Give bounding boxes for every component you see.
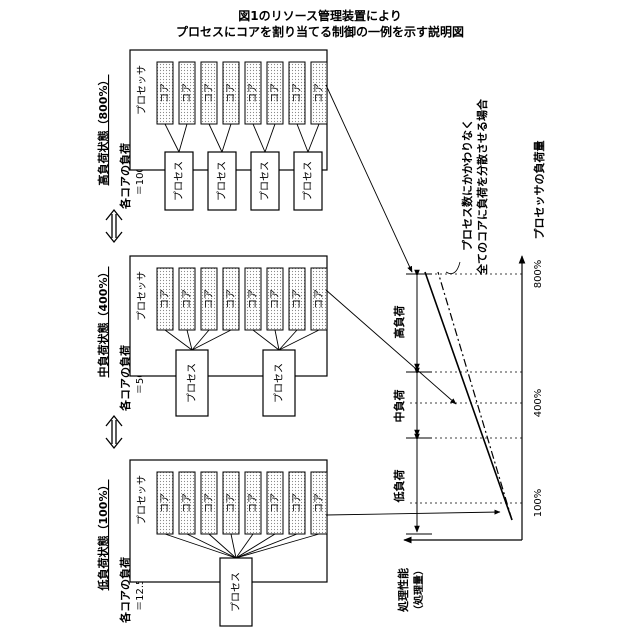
process-box: プロセス bbox=[294, 152, 322, 210]
core-4: コア bbox=[223, 62, 239, 124]
region-label: 中負荷 bbox=[392, 390, 406, 423]
process-label: プロセス bbox=[230, 572, 242, 612]
performance-axis-label: 処理性能 bbox=[396, 568, 410, 613]
state-label: 高負荷状態（800%） bbox=[96, 75, 110, 186]
core-label: コア bbox=[292, 289, 303, 309]
core-label: コア bbox=[248, 493, 259, 513]
core-6: コア bbox=[267, 472, 283, 534]
annotation-leader bbox=[446, 262, 460, 274]
annotation-line-2: 全てのコアに負荷を分散させる場合 bbox=[475, 98, 489, 276]
core-1: コア bbox=[157, 472, 173, 534]
core-1: コア bbox=[157, 268, 173, 330]
tick-label: 400% bbox=[533, 389, 544, 418]
core-2: コア bbox=[179, 472, 195, 534]
core-1: コア bbox=[157, 62, 173, 124]
core-label: コア bbox=[160, 493, 171, 513]
core-label: コア bbox=[204, 493, 215, 513]
core-label: コア bbox=[182, 289, 193, 309]
core-label: コア bbox=[314, 289, 325, 309]
tick-label: 100% bbox=[533, 489, 544, 518]
process-box: プロセス bbox=[165, 152, 193, 210]
tick-label: 800% bbox=[533, 260, 544, 289]
core-label: コア bbox=[160, 289, 171, 309]
state-label: 低負荷状態（100%） bbox=[96, 480, 110, 592]
core-7: コア bbox=[289, 62, 305, 124]
core-2: コア bbox=[179, 268, 195, 330]
performance-axis-sublabel: （処理量） bbox=[412, 565, 425, 615]
core-4: コア bbox=[223, 472, 239, 534]
core-label: コア bbox=[270, 289, 281, 309]
core-6: コア bbox=[267, 62, 283, 124]
process-label: プロセス bbox=[302, 161, 314, 201]
core-5: コア bbox=[245, 62, 261, 124]
core-8: コア bbox=[311, 62, 327, 124]
performance-graph bbox=[404, 256, 522, 540]
performance-line-solid bbox=[425, 272, 512, 520]
core-label: コア bbox=[314, 493, 325, 513]
core-label: コア bbox=[248, 83, 259, 103]
core-label: コア bbox=[160, 83, 171, 103]
core-label: コア bbox=[226, 493, 237, 513]
process-label: プロセス bbox=[186, 363, 198, 403]
core-5: コア bbox=[245, 472, 261, 534]
process-label: プロセス bbox=[273, 363, 285, 403]
processor-label: プロセッサ bbox=[136, 65, 148, 115]
process-label: プロセス bbox=[216, 161, 228, 201]
core-label: コア bbox=[292, 493, 303, 513]
state-block-1: 高負荷状態（800%）各コアの負荷＝100%プロセッサコアコアコアコアコアコアコ… bbox=[96, 50, 327, 210]
transition-arrow-2 bbox=[106, 416, 122, 448]
core-label: コア bbox=[204, 83, 215, 103]
transition-arrow-1 bbox=[106, 210, 122, 242]
process-label: プロセス bbox=[259, 161, 271, 201]
core-label: コア bbox=[182, 83, 193, 103]
load-axis-label: プロセッサの負荷量 bbox=[532, 141, 546, 240]
processor-label: プロセッサ bbox=[136, 475, 148, 525]
pointer-arrow-low bbox=[326, 512, 500, 515]
core-2: コア bbox=[179, 62, 195, 124]
core-8: コア bbox=[311, 472, 327, 534]
state-label: 中負荷状態（400%） bbox=[96, 267, 110, 378]
core-4: コア bbox=[223, 268, 239, 330]
region-label: 低負荷 bbox=[392, 470, 406, 504]
performance-line-dashdot bbox=[438, 272, 512, 520]
core-label: コア bbox=[204, 289, 215, 309]
region-label: 高負荷 bbox=[392, 306, 406, 339]
process-box: プロセス bbox=[176, 350, 208, 416]
core-7: コア bbox=[289, 472, 305, 534]
core-label: コア bbox=[292, 83, 303, 103]
core-label: コア bbox=[226, 289, 237, 309]
core-3: コア bbox=[201, 62, 217, 124]
core-label: コア bbox=[270, 493, 281, 513]
core-3: コア bbox=[201, 268, 217, 330]
state-block-2: 中負荷状態（400%）各コアの負荷＝50%プロセッサコアコアコアコアコアコアコア… bbox=[96, 256, 327, 416]
process-box: プロセス bbox=[263, 350, 295, 416]
core-7: コア bbox=[289, 268, 305, 330]
state-block-3: 低負荷状態（100%）各コアの負荷＝12.5%プロセッサコアコアコアコアコアコア… bbox=[96, 460, 327, 626]
pointer-arrow-high bbox=[326, 85, 412, 272]
core-label: コア bbox=[248, 289, 259, 309]
process-box: プロセス bbox=[251, 152, 279, 210]
process-box: プロセス bbox=[208, 152, 236, 210]
core-3: コア bbox=[201, 472, 217, 534]
core-6: コア bbox=[267, 268, 283, 330]
core-label: コア bbox=[314, 83, 325, 103]
core-label: コア bbox=[270, 83, 281, 103]
core-8: コア bbox=[311, 268, 327, 330]
processor-label: プロセッサ bbox=[136, 271, 148, 321]
core-label: コア bbox=[226, 83, 237, 103]
process-label: プロセス bbox=[173, 161, 185, 201]
core-label: コア bbox=[182, 493, 193, 513]
core-5: コア bbox=[245, 268, 261, 330]
process-box: プロセス bbox=[220, 558, 252, 626]
annotation-line-1: プロセス数にかかわりなく bbox=[460, 119, 474, 251]
